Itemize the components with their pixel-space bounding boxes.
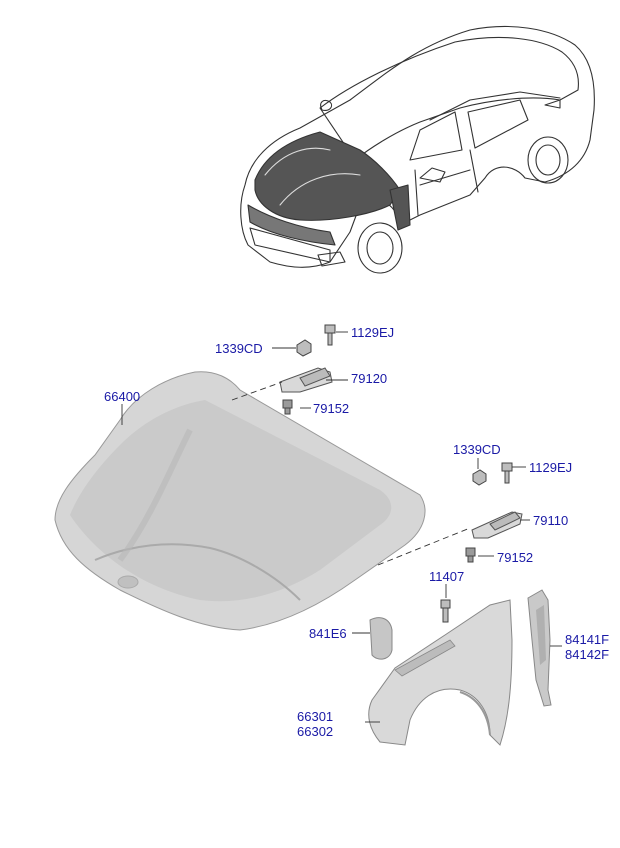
part-label-84141f-84142f[interactable]: 84141F 84142F [565, 632, 609, 662]
bolt-lower[interactable] [501, 462, 513, 484]
part-label-66301[interactable]: 66301 [297, 709, 334, 724]
part-label-11407[interactable]: 11407 [429, 569, 465, 584]
part-label-79120[interactable]: 79120 [351, 371, 388, 386]
fender-bolt[interactable] [440, 599, 451, 623]
hood-hinge-lower[interactable] [471, 511, 523, 539]
fender-cover[interactable] [369, 617, 393, 660]
front-fender[interactable] [368, 599, 513, 746]
leader-lines [121, 331, 562, 723]
part-label-1339cd-upper[interactable]: 1339CD [215, 341, 263, 356]
nut-upper[interactable] [296, 339, 312, 357]
part-label-79152-upper[interactable]: 79152 [313, 401, 350, 416]
bumper-stop-upper[interactable] [282, 399, 293, 415]
hood-panel[interactable] [54, 371, 426, 631]
part-label-84142f[interactable]: 84142F [565, 647, 610, 662]
part-label-1339cd-lower[interactable]: 1339CD [453, 442, 501, 457]
part-label-1129ej-upper[interactable]: 1129EJ [351, 325, 395, 340]
part-label-84141f[interactable]: 84141F [565, 632, 610, 647]
part-label-79152-lower[interactable]: 79152 [497, 550, 534, 565]
part-label-66400[interactable]: 66400 [104, 389, 141, 404]
part-label-66301-66302[interactable]: 66301 66302 [297, 709, 333, 739]
hood-hinge-upper[interactable] [279, 367, 333, 393]
nut-lower[interactable] [472, 469, 487, 486]
car-overview-illustration [240, 25, 595, 274]
part-label-841e6[interactable]: 841E6 [309, 626, 347, 641]
part-label-66302[interactable]: 66302 [297, 724, 334, 739]
part-label-79110[interactable]: 79110 [533, 513, 569, 528]
bumper-stop-lower[interactable] [465, 547, 476, 563]
bolt-upper[interactable] [324, 324, 336, 346]
part-label-1129ej-lower[interactable]: 1129EJ [529, 460, 573, 475]
fender-insulator[interactable] [527, 589, 552, 707]
reference-lines [231, 381, 471, 566]
